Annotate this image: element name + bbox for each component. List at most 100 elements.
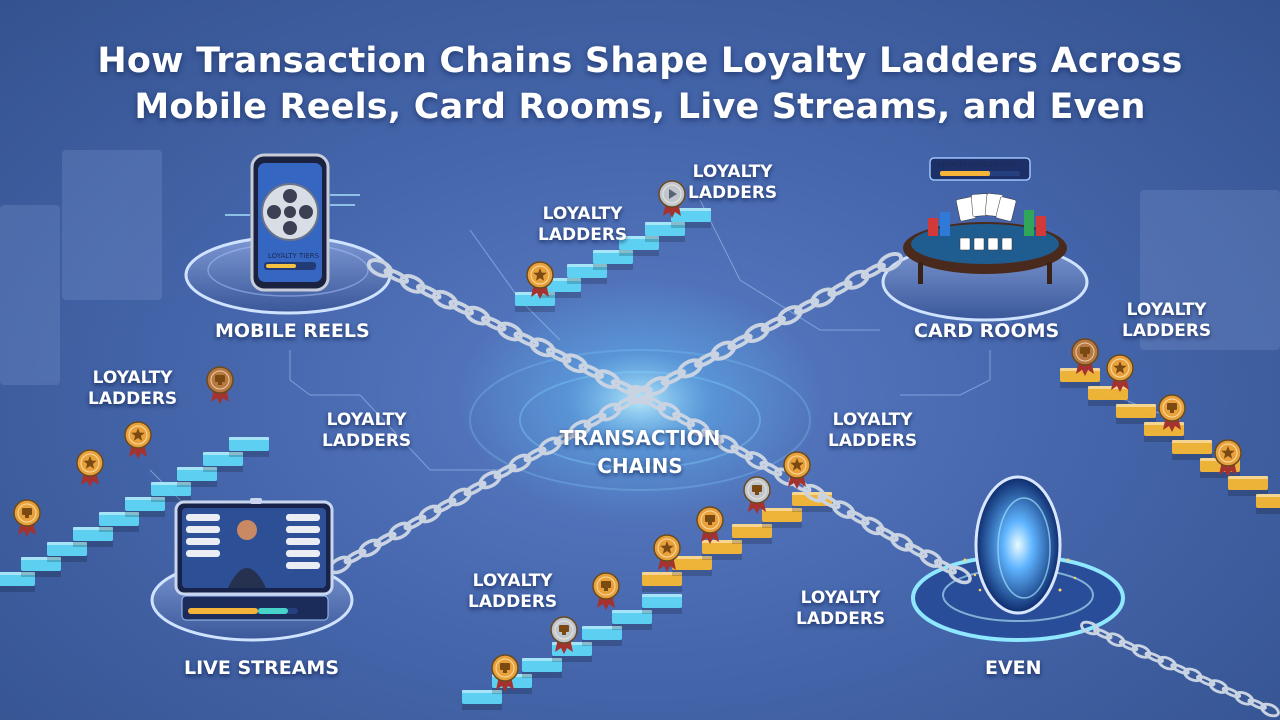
- stair-step: [522, 658, 562, 678]
- stair-step: [462, 690, 502, 710]
- stair-step: [21, 557, 61, 577]
- hub-label-mobile-reels: MOBILE REELS: [215, 320, 370, 342]
- ladder-label-line-2: LADDERS: [1122, 321, 1212, 341]
- chain-link: [1105, 632, 1126, 648]
- chain-link: [578, 363, 605, 380]
- ladder-label-line-1: LOYALTY: [692, 162, 773, 182]
- chain-link: [846, 509, 870, 526]
- chain-link: [598, 402, 622, 422]
- card-panel-caption: LOYALTY LOYALTY TIER: [938, 161, 1016, 169]
- chain-link: [730, 444, 754, 461]
- chain-link: [1208, 679, 1229, 694]
- chain-link: [513, 331, 540, 348]
- stair-step: [1088, 386, 1128, 406]
- chain-link: [843, 269, 870, 290]
- chain-link: [1144, 651, 1164, 664]
- chain-link: [496, 321, 524, 342]
- chain-link: [388, 521, 412, 541]
- stair-step: [619, 236, 659, 256]
- ladder-label-line-1: LOYALTY: [472, 571, 553, 591]
- stair-step: [762, 508, 802, 528]
- chain-link: [860, 262, 886, 280]
- chain-link: [415, 283, 442, 300]
- chain-link: [817, 493, 841, 510]
- chain-link: [890, 532, 914, 552]
- trophy-medal-icon: [696, 506, 724, 544]
- chain-link: [628, 385, 652, 405]
- star-medal-icon: [783, 451, 811, 489]
- hub-label-even: EVEN: [985, 657, 1042, 679]
- ladder-label-line-1: LOYALTY: [92, 368, 173, 388]
- chain-link: [583, 412, 607, 429]
- chain-link: [710, 340, 737, 361]
- chain-link: [794, 298, 820, 315]
- chain-link: [743, 322, 770, 343]
- chain-link: [759, 460, 783, 477]
- trophy-medal-icon: [743, 476, 771, 514]
- chain-link: [418, 504, 442, 524]
- chain-link: [561, 353, 589, 374]
- ladder-label-line-2: LADDERS: [88, 389, 178, 409]
- chain-link: [1118, 639, 1139, 652]
- center-label-transaction-chains: TRANSACTION CHAINS: [550, 424, 730, 480]
- chain-link: [529, 337, 556, 358]
- stair-step: [203, 452, 243, 472]
- stair-step: [151, 482, 191, 502]
- chain-link: [403, 514, 427, 531]
- star-medal-icon: [124, 421, 152, 459]
- ladder-label-line-1: LOYALTY: [832, 410, 913, 430]
- film-reel-icon: [261, 183, 319, 241]
- chain-link: [860, 516, 885, 536]
- stair-step: [642, 572, 682, 592]
- center-label-line-1: TRANSACTION: [559, 426, 721, 450]
- chain-link: [523, 446, 547, 463]
- chain-link: [1247, 698, 1267, 710]
- chain-link: [948, 565, 972, 585]
- chain-link: [1157, 655, 1178, 671]
- trophy-medal-icon: [658, 180, 686, 218]
- chain-link: [643, 395, 667, 411]
- ladder-medals: [13, 180, 1242, 692]
- phone-tier-caption: LOYALTY TIERS: [268, 252, 320, 260]
- chain-link: [493, 463, 517, 480]
- chain-link: [431, 289, 459, 310]
- star-medal-icon: [653, 534, 681, 572]
- stair-step: [732, 524, 772, 544]
- stair-step: [612, 610, 652, 630]
- ladder-label-line-2: LADDERS: [538, 225, 628, 245]
- chain-link: [744, 451, 769, 470]
- ladder-label-line-2: LADDERS: [468, 592, 558, 612]
- stair-step: [645, 222, 685, 242]
- stair-step: [642, 594, 682, 614]
- stair-step: [1256, 494, 1280, 514]
- smartphone: [225, 153, 360, 292]
- chain-link: [433, 497, 457, 514]
- chain-link: [1221, 686, 1242, 699]
- chain-link: [399, 274, 426, 294]
- chain-link: [343, 548, 367, 565]
- chain-link: [919, 549, 943, 568]
- title-line-1: How Transaction Chains Shape Loyalty Lad…: [97, 41, 1183, 81]
- hub-label-card-rooms: CARD ROOMS: [914, 320, 1060, 342]
- chain-link: [538, 436, 562, 456]
- ladder-label-line-1: LOYALTY: [326, 410, 407, 430]
- star-medal-icon: [1214, 439, 1242, 477]
- streamer-icon: [174, 498, 334, 621]
- background-screens: [0, 150, 1280, 385]
- chain-link: [727, 333, 753, 351]
- ladder-label-line-1: LOYALTY: [542, 204, 623, 224]
- ladder-label-line-2: LADDERS: [688, 183, 778, 203]
- chain-link: [480, 315, 507, 332]
- stair-step: [1228, 476, 1268, 496]
- stair-step: [671, 208, 711, 228]
- chain-link: [478, 470, 502, 490]
- stair-step: [99, 512, 139, 532]
- chain-link: [904, 542, 928, 559]
- chain-link: [831, 500, 856, 519]
- chain-link: [383, 267, 410, 284]
